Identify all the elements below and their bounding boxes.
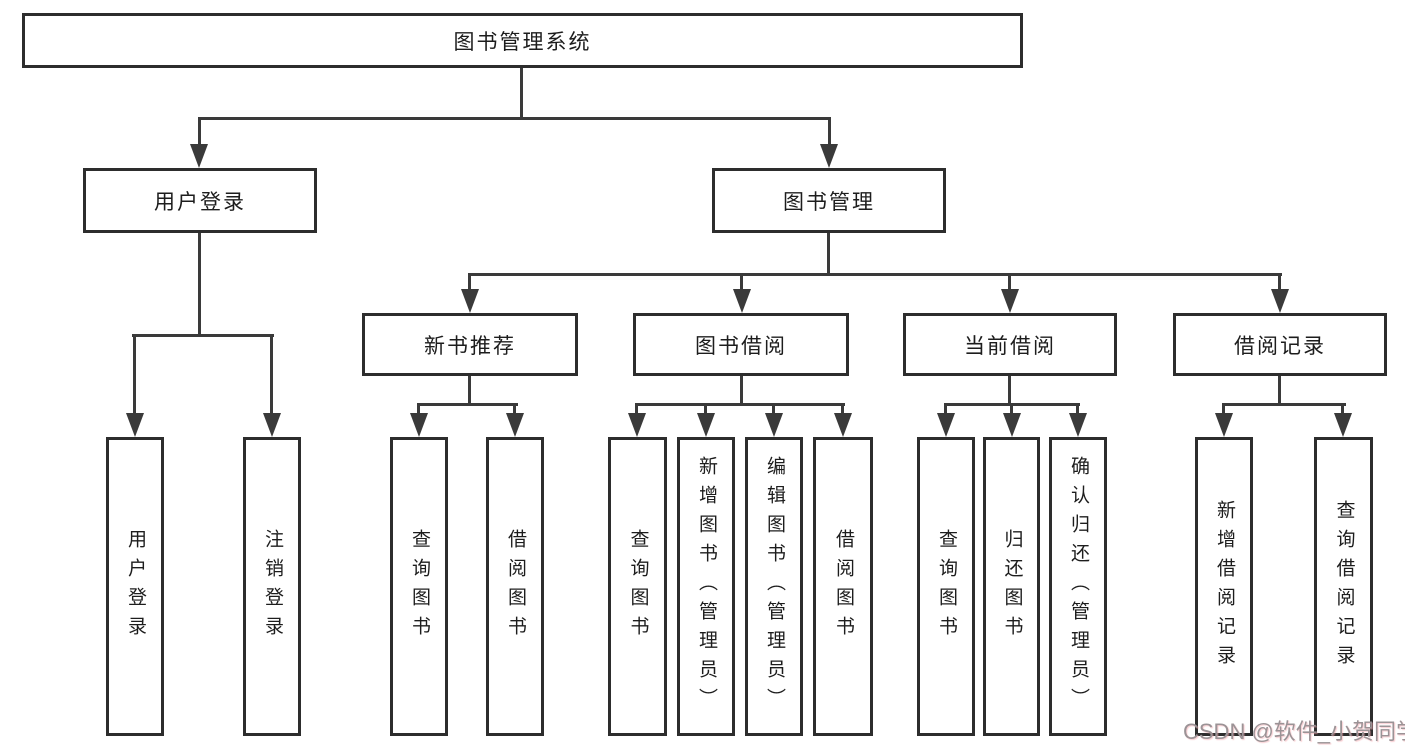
leaf-query-book-current: 查询图书 [917,437,975,736]
node-borrow-records: 借阅记录 [1173,313,1387,376]
connector-hline [417,403,518,406]
connector-hline [1222,403,1346,406]
leaf-borrow-book-recommend: 借阅图书 [486,437,544,736]
arrow-down [1001,289,1019,313]
node-book-borrow: 图书借阅 [633,313,849,376]
connector-vline [513,403,516,416]
connector-hline [132,334,274,337]
arrow-down [1215,413,1233,437]
leaf-logout: 注销登录 [243,437,301,736]
leaf-confirm-return-admin: 确认归还（管理员） [1049,437,1107,736]
arrow-down [1069,413,1087,437]
node-library-system: 图书管理系统 [22,13,1023,68]
connector-vline [1008,376,1011,406]
connector-vline [1076,403,1079,416]
connector-vline [704,403,707,416]
leaf-user-login: 用户登录 [106,437,164,736]
node-book-management: 图书管理 [712,168,946,233]
connector-vline [1278,376,1281,406]
connector-vline [133,334,136,416]
arrow-down [506,413,524,437]
connector-vline [270,334,273,416]
arrow-down [697,413,715,437]
leaf-query-book-recommend: 查询图书 [390,437,448,736]
connector-hline [635,403,845,406]
connector-vline [841,403,844,416]
connector-vline [828,117,831,147]
leaf-add-book-admin: 新增图书（管理员） [677,437,735,736]
arrow-down [820,144,838,168]
csdn-watermark: CSDN @软件_小贺同学 [1183,719,1405,744]
leaf-borrow-book: 借阅图书 [813,437,873,736]
connector-vline [417,403,420,416]
leaf-query-book-borrow: 查询图书 [608,437,667,736]
arrow-down [126,413,144,437]
connector-vline [772,403,775,416]
arrow-down [937,413,955,437]
arrow-down [1334,413,1352,437]
leaf-edit-book-admin: 编辑图书（管理员） [745,437,803,736]
connector-vline [1222,403,1225,416]
arrow-down [733,289,751,313]
arrow-down [834,413,852,437]
arrow-down [461,289,479,313]
connector-vline [198,233,201,337]
connector-vline [944,403,947,416]
node-user-login: 用户登录 [83,168,317,233]
connector-vline [520,68,523,120]
arrow-down [1271,289,1289,313]
connector-vline [1341,403,1344,416]
connector-vline [468,273,471,293]
arrow-down [263,413,281,437]
connector-vline [1278,273,1281,293]
leaf-query-borrow-record: 查询借阅记录 [1314,437,1373,736]
leaf-add-borrow-record: 新增借阅记录 [1195,437,1253,736]
node-current-borrow: 当前借阅 [903,313,1117,376]
connector-hline [468,273,1282,276]
connector-vline [740,376,743,406]
connector-vline [198,117,201,147]
leaf-return-book: 归还图书 [983,437,1040,736]
connector-vline [468,376,471,406]
arrow-down [410,413,428,437]
arrow-down [628,413,646,437]
arrow-down [765,413,783,437]
connector-vline [1010,403,1013,416]
arrow-down [1003,413,1021,437]
node-new-book-recommend: 新书推荐 [362,313,578,376]
connector-vline [1008,273,1011,293]
connector-vline [740,273,743,293]
connector-hline [198,117,831,120]
connector-vline [827,233,830,276]
connector-vline [635,403,638,416]
arrow-down [190,144,208,168]
